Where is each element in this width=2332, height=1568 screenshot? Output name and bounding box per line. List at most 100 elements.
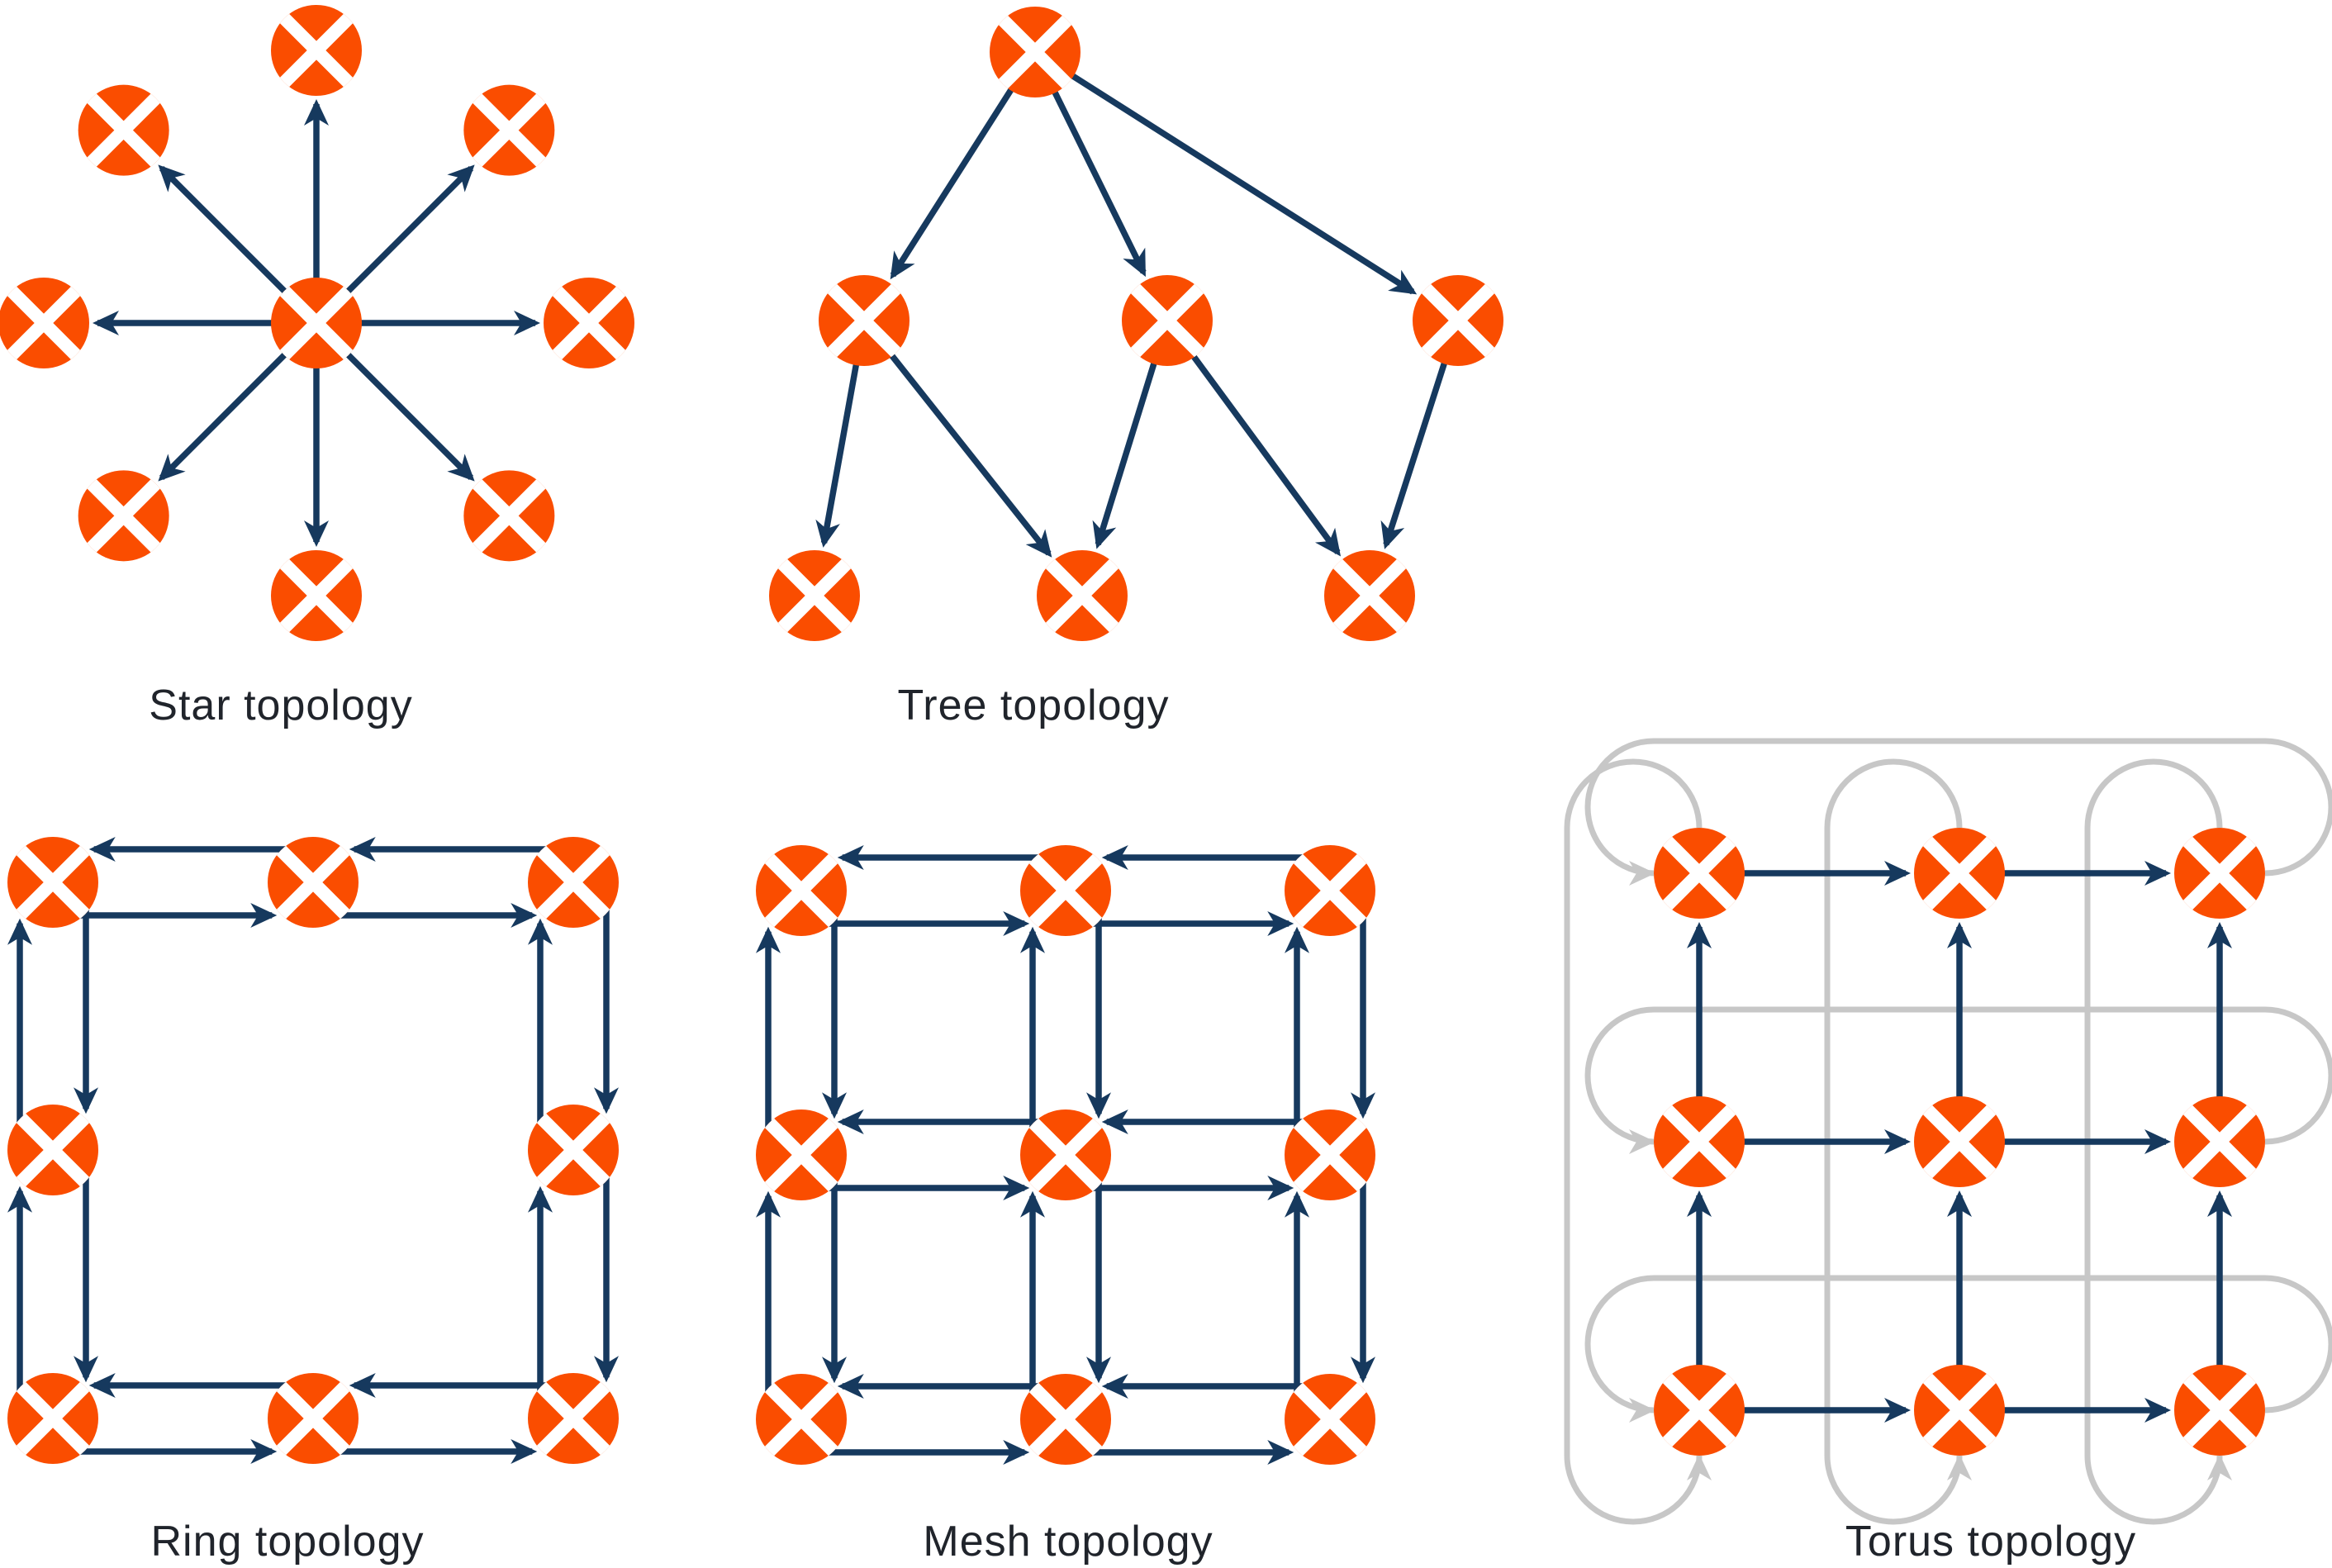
arrowhead-icon (1629, 1398, 1655, 1423)
arrowhead-icon (158, 164, 186, 192)
network-node-icon (271, 278, 362, 368)
network-node-icon (1914, 1096, 2005, 1187)
network-node-icon (268, 1373, 359, 1464)
network-node-icon (528, 1373, 619, 1464)
torus-diagram (1564, 738, 2332, 1525)
network-node-icon (1324, 550, 1415, 641)
arrowhead-icon (74, 1356, 98, 1383)
node-cross-icon (1288, 848, 1372, 933)
edge-line (1033, 49, 1415, 295)
network-node-icon (1020, 1374, 1111, 1465)
arrowhead-icon (528, 1186, 553, 1213)
arrowhead-icon (511, 1439, 538, 1464)
arrowhead-icon (1351, 1092, 1375, 1119)
node-cross-icon (2178, 1100, 2262, 1184)
node-cross-icon (993, 10, 1077, 94)
arrowhead-icon (2207, 1190, 2232, 1217)
arrowhead-icon (158, 454, 186, 482)
node-cross-icon (772, 554, 857, 638)
arrowhead-icon (1025, 529, 1052, 558)
arrowhead-icon (1629, 1129, 1655, 1154)
network-node-icon (78, 84, 169, 176)
network-node-icon (1285, 845, 1375, 936)
network-node-icon (7, 1373, 98, 1464)
arrowhead-icon (594, 1087, 619, 1114)
node-cross-icon (2178, 831, 2262, 915)
arrowhead-icon (1314, 527, 1342, 557)
torus-topology-label: Torus topology (1845, 1518, 2137, 1566)
mesh-diagram (756, 845, 1375, 1465)
wraparound-row-link (1584, 738, 2332, 877)
network-node-icon (463, 84, 555, 176)
arrowhead-icon (1947, 1454, 1972, 1480)
node-cross-icon (1024, 1377, 1108, 1461)
node-cross-icon (274, 281, 359, 365)
arrowhead-icon (2144, 1129, 2171, 1154)
star-topology-label: Star topology (149, 682, 413, 729)
arrowhead-icon (1388, 269, 1418, 295)
network-node-icon (78, 470, 169, 562)
node-cross-icon (759, 848, 843, 933)
arrowhead-icon (1687, 922, 1712, 948)
arrowhead-icon (2207, 922, 2232, 948)
arrowhead-icon (1947, 1190, 1972, 1217)
arrowhead-icon (304, 520, 329, 547)
arrowhead-icon (304, 99, 329, 126)
node-cross-icon (11, 840, 95, 924)
network-node-icon (2174, 1096, 2265, 1187)
arrowhead-icon (7, 1186, 32, 1213)
node-cross-icon (531, 1376, 615, 1461)
node-cross-icon (1327, 554, 1412, 638)
node-cross-icon (547, 281, 631, 365)
node-cross-icon (467, 473, 552, 558)
network-node-icon (0, 278, 89, 368)
network-node-icon (756, 1374, 847, 1465)
node-cross-icon (1125, 278, 1209, 363)
arrowhead-icon (1884, 1129, 1911, 1154)
arrowhead-icon (1687, 1190, 1712, 1217)
arrowhead-icon (349, 1373, 376, 1398)
arrowhead-icon (1003, 1440, 1030, 1465)
node-cross-icon (2, 281, 86, 365)
network-node-icon (2174, 828, 2265, 919)
arrowhead-icon (7, 918, 32, 945)
network-node-icon (1654, 828, 1745, 919)
node-cross-icon (1917, 1368, 2002, 1452)
node-cross-icon (1917, 831, 2002, 915)
arrowhead-icon (1629, 861, 1655, 886)
arrowhead-icon (349, 837, 376, 862)
ring-topology-label: Ring topology (150, 1518, 425, 1566)
arrowhead-icon (837, 845, 864, 870)
network-node-icon (271, 5, 362, 96)
node-cross-icon (11, 1108, 95, 1192)
arrowhead-icon (511, 903, 538, 928)
network-node-icon (819, 275, 910, 366)
arrowhead-icon (822, 1092, 847, 1119)
arrowhead-icon (88, 1373, 116, 1398)
node-cross-icon (1416, 278, 1500, 363)
arrowhead-icon (1267, 1176, 1294, 1200)
arrowhead-icon (2144, 1398, 2171, 1423)
arrowhead-icon (1351, 1357, 1375, 1384)
arrowhead-icon (1947, 922, 1972, 948)
arrowhead-icon (1267, 1440, 1294, 1465)
arrowhead-icon (1285, 1190, 1309, 1218)
arrowhead-icon (837, 1374, 864, 1399)
network-node-icon (1122, 275, 1213, 366)
ring-diagram (7, 837, 619, 1464)
arrowhead-icon (2144, 861, 2171, 886)
arrowhead-icon (815, 519, 840, 548)
network-node-icon (1914, 1365, 2005, 1456)
node-cross-icon (467, 88, 552, 173)
network-node-icon (463, 470, 555, 562)
arrowhead-icon (93, 311, 119, 335)
arrowhead-icon (74, 1087, 98, 1114)
arrowhead-icon (1687, 1454, 1712, 1480)
node-cross-icon (531, 1108, 615, 1192)
node-cross-icon (759, 1377, 843, 1461)
network-node-icon (528, 1105, 619, 1195)
network-node-icon (990, 7, 1081, 97)
node-cross-icon (1917, 1100, 2002, 1184)
